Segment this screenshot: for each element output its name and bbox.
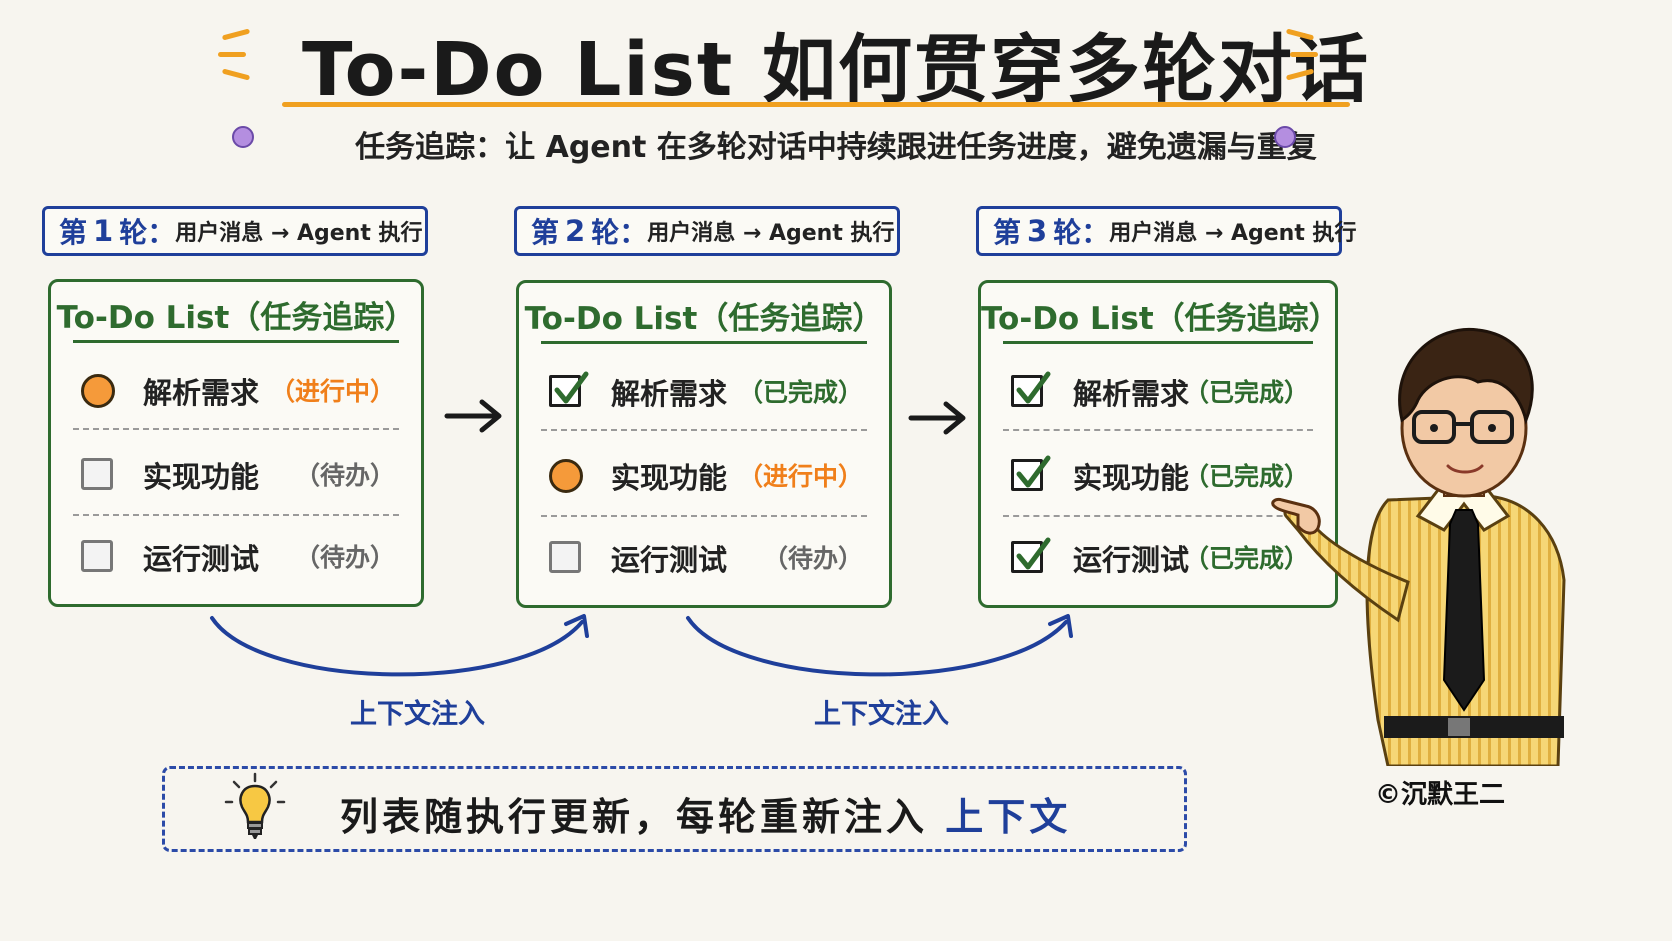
round-description: 用户消息 → Agent 执行 [647,221,895,246]
divider [1003,515,1313,517]
card-title-underline [541,341,867,344]
divider [541,515,867,517]
round-number: 1 [93,214,114,248]
round-label-suffix: 轮： [1053,216,1110,249]
round-label-suffix: 轮： [119,216,176,249]
checkbox-empty-icon [81,458,113,490]
round-label-prefix: 第 [59,216,88,249]
checkbox-checked-icon [1011,371,1051,407]
round-3-header: 第 3 轮： 用户消息 → Agent 执行 [976,206,1357,256]
context-arrow-1-icon [210,616,584,677]
round-label-prefix: 第 [531,216,560,249]
round-number: 2 [565,214,586,248]
task-status: （已完成） [1183,378,1309,407]
lightbulb-icon [224,772,286,839]
divider [73,428,399,430]
task-status: （待办） [762,544,863,573]
task-row: 解析需求 （进行中） [51,360,421,420]
todo-card-round-2: To-Do List（任务追踪） 解析需求 （已完成） 实现功能 （进行中） 运… [516,280,892,608]
task-name: 解析需求 [611,377,728,411]
summary-main: 列表随执行更新，每轮重新注入 [340,795,929,839]
task-row: 解析需求 （已完成） [519,361,889,421]
subtitle-dot-left [232,126,254,148]
todo-card-round-3: To-Do List（任务追踪） 解析需求 （已完成） 实现功能 （已完成） 运… [978,280,1340,608]
next-round-arrow-icon [908,401,966,435]
task-row: 实现功能 （已完成） [981,445,1335,505]
checkbox-checked-icon [549,371,589,407]
task-name: 实现功能 [143,460,260,494]
task-status: （已完成） [1183,544,1309,573]
task-row: 运行测试 （待办） [51,526,421,586]
in-progress-dot-icon [81,374,115,408]
checkbox-empty-icon [81,540,113,572]
card-title: To-Do List（任务追踪） [981,301,1340,337]
context-arrow-2-head-icon [1048,614,1073,638]
task-name: 解析需求 [143,376,260,410]
next-round-arrow-icon [444,399,502,433]
card-title-underline [1003,341,1313,344]
task-name: 实现功能 [611,461,728,495]
title-underline [282,102,1350,107]
presenter-illustration [1271,327,1566,766]
context-injection-label: 上下文注入 [814,699,949,730]
subtitle: 任务追踪：让 Agent 在多轮对话中持续跟进任务进度，避免遗漏与重复 [355,130,1317,165]
todo-card-round-1: To-Do List（任务追踪） 解析需求 （进行中） 实现功能 （待办） 运行… [48,279,424,607]
checkbox-empty-icon [549,541,581,573]
round-1-header: 第 1 轮： 用户消息 → Agent 执行 [42,206,428,256]
task-row: 运行测试 （待办） [519,527,889,587]
page-title: To-Do List 如何贯穿多轮对话 [302,27,1370,113]
summary-box [162,766,1187,852]
round-number: 3 [1027,214,1048,248]
task-status: （已完成） [1183,462,1309,491]
context-arrow-2-icon [686,616,1068,677]
copyright-text: ©沉默王二 [1375,780,1506,810]
task-status: （待办） [294,461,395,490]
task-name: 运行测试 [1073,543,1190,577]
task-name: 运行测试 [611,543,728,577]
summary-text: 列表随执行更新，每轮重新注入 上下文 [340,786,1071,841]
task-status: （进行中） [737,462,863,491]
card-title: To-Do List（任务追踪） [524,301,884,337]
task-name: 实现功能 [1073,461,1190,495]
context-injection-arrows [210,614,1073,677]
round-2-header: 第 2 轮： 用户消息 → Agent 执行 [514,206,900,256]
round-label-prefix: 第 [993,216,1022,249]
summary-highlight: 上下文 [945,795,1072,839]
task-row: 解析需求 （已完成） [981,361,1335,421]
task-name: 运行测试 [143,542,260,576]
context-arrow-1-head-icon [564,614,589,638]
task-row: 实现功能 （待办） [51,444,421,504]
card-title: To-Do List（任务追踪） [56,300,416,336]
checkbox-checked-icon [1011,537,1051,573]
subtitle-dot-right [1274,126,1296,148]
divider [73,514,399,516]
context-injection-label: 上下文注入 [350,699,485,730]
round-description: 用户消息 → Agent 执行 [1109,221,1357,246]
round-description: 用户消息 → Agent 执行 [175,221,423,246]
checkbox-checked-icon [1011,455,1051,491]
task-row: 实现功能 （进行中） [519,445,889,505]
in-progress-dot-icon [549,459,583,493]
task-row: 运行测试 （已完成） [981,527,1335,587]
divider [541,429,867,431]
divider [1003,429,1313,431]
task-status: （已完成） [737,378,863,407]
card-title-underline [73,340,399,343]
round-label-suffix: 轮： [591,216,648,249]
title-spark-left-2 [218,52,246,57]
title-spark-right-2 [1290,52,1318,57]
task-status: （待办） [294,543,395,572]
task-status: （进行中） [269,377,395,406]
task-name: 解析需求 [1073,377,1190,411]
